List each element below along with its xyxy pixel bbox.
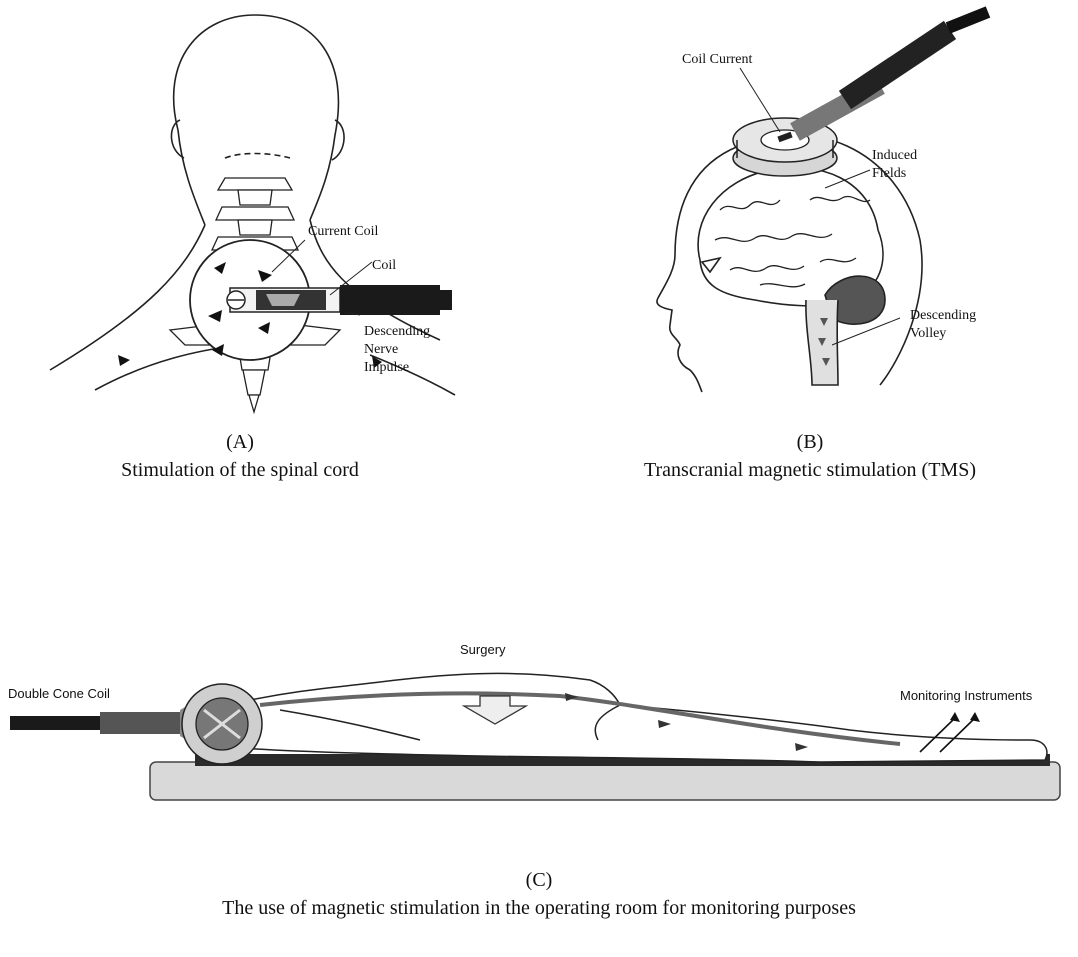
tms-coil bbox=[733, 12, 988, 176]
operating-table bbox=[150, 762, 1060, 800]
label-current-coil: Current Coil bbox=[308, 224, 378, 240]
panel-b-tms: Coil Current Induced Fields Descending V… bbox=[580, 0, 1078, 450]
panel-a-spinal-stimulation: Current Coil Coil Descending Nerve Impul… bbox=[0, 0, 500, 450]
label-coil-current: Coil Current bbox=[682, 52, 752, 68]
coil-handle bbox=[227, 285, 452, 315]
caption-b-letter: (B) bbox=[580, 430, 1040, 454]
caption-c-letter: (C) bbox=[0, 868, 1078, 892]
label-descending-line3: Impulse bbox=[364, 360, 409, 376]
caption-a-text: Stimulation of the spinal cord bbox=[60, 458, 420, 482]
panel-c-operating-room: Surgery Double Cone Coil Monitoring Inst… bbox=[0, 640, 1078, 820]
label-descending-line2: Nerve bbox=[364, 342, 398, 358]
label-induced-line1: Induced bbox=[872, 148, 917, 164]
label-coil: Coil bbox=[372, 258, 396, 274]
label-monitoring-instruments: Monitoring Instruments bbox=[900, 688, 1032, 704]
panel-a-illustration bbox=[0, 0, 500, 450]
caption-a-letter: (A) bbox=[60, 430, 420, 454]
panel-b-illustration bbox=[580, 0, 1078, 450]
panel-c-illustration bbox=[0, 640, 1078, 820]
label-descending-line1: Descending bbox=[364, 324, 430, 340]
label-double-cone-coil: Double Cone Coil bbox=[8, 686, 110, 702]
label-volley-line2: Volley bbox=[910, 326, 946, 342]
caption-b-text: Transcranial magnetic stimulation (TMS) bbox=[580, 458, 1040, 482]
label-induced-line2: Fields bbox=[872, 166, 906, 182]
head-outline-left bbox=[178, 130, 205, 225]
caption-c-text: The use of magnetic stimulation in the o… bbox=[0, 896, 1078, 920]
label-volley-line1: Descending bbox=[910, 308, 976, 324]
label-surgery: Surgery bbox=[460, 642, 506, 658]
